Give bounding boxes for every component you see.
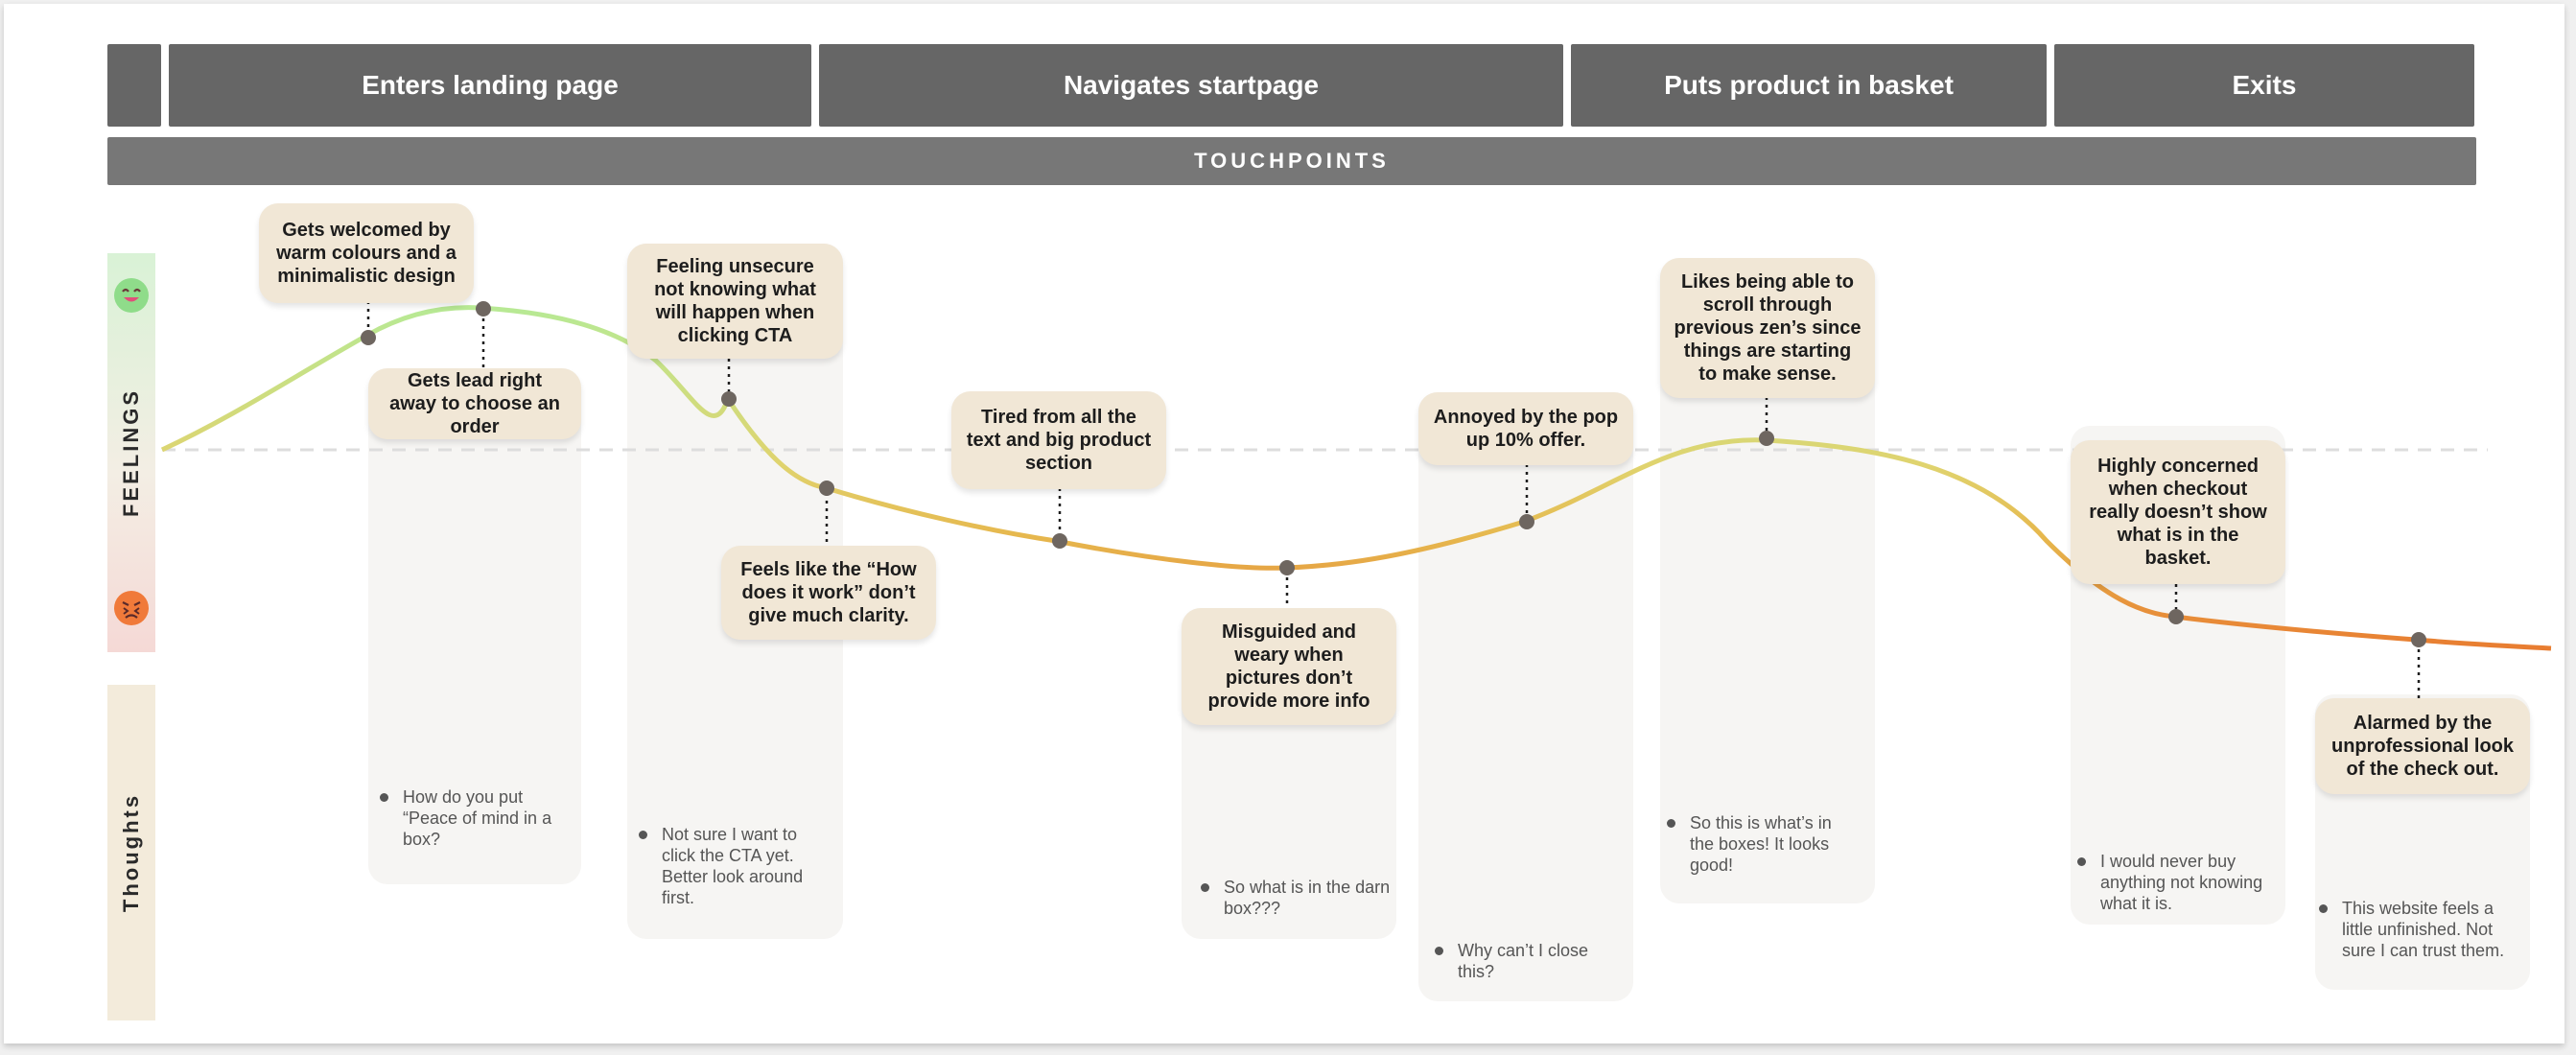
feeling-bubble-1: Gets welcomed by warm colours and a mini… — [259, 203, 474, 303]
emotion-line — [160, 305, 2552, 651]
marker-6 — [1279, 560, 1295, 575]
feeling-bubble-8: Likes being able to scroll through previ… — [1660, 258, 1875, 398]
feeling-bubble-3: Feeling unsecure not knowing what will h… — [627, 244, 843, 359]
feeling-bubble-4: Feels like the “How does it work” don’t … — [721, 546, 936, 640]
feeling-bubble-10: Alarmed by the unprofessional look of th… — [2315, 698, 2530, 794]
feeling-bubble-6: Misguided and weary when pictures don’t … — [1182, 608, 1396, 725]
marker-7 — [1519, 514, 1534, 529]
thought-3: So what is in the darn box??? — [1201, 877, 1393, 919]
feeling-bubble-5: Tired from all the text and big product … — [951, 391, 1166, 489]
angry-face-icon — [114, 591, 149, 625]
marker-4 — [819, 481, 834, 496]
marker-5 — [1052, 533, 1067, 549]
stage-puts-product-in-basket: Puts product in basket — [1571, 44, 2047, 127]
feeling-bubble-9: Highly concerned when checkout really do… — [2071, 440, 2285, 584]
marker-8 — [1759, 431, 1774, 446]
marker-3 — [721, 391, 737, 407]
column-1 — [368, 383, 581, 884]
thoughts-sidebar: Thoughts — [107, 685, 155, 1020]
feeling-bubble-2: Gets lead right away to choose an order — [368, 368, 581, 439]
thought-1: How do you put “Peace of mind in a box? — [380, 786, 572, 850]
stage-navigates-startpage: Navigates startpage — [819, 44, 1563, 127]
stage-enters-landing-page: Enters landing page — [169, 44, 811, 127]
marker-10 — [2411, 632, 2426, 647]
happy-face-icon — [114, 278, 149, 313]
marker-1 — [361, 330, 376, 345]
thought-7: This website feels a little unfinished. … — [2319, 898, 2520, 961]
thought-5: So this is what’s in the boxes! It looks… — [1667, 812, 1859, 876]
feeling-bubble-7: Annoyed by the pop up 10% offer. — [1418, 392, 1633, 465]
journey-board: Enters landing page Navigates startpage … — [4, 4, 2564, 1043]
feelings-sidebar: FEELINGS — [107, 253, 155, 652]
thought-2: Not sure I want to click the CTA yet. Be… — [639, 824, 831, 908]
marker-9 — [2168, 609, 2184, 624]
curve-markers — [361, 301, 2426, 647]
stage-blank — [107, 44, 161, 127]
touchpoints-bar: TOUCHPOINTS — [107, 137, 2476, 185]
marker-2 — [476, 301, 491, 316]
thought-4: Why can’t I close this? — [1435, 940, 1627, 982]
thought-6: I would never buy anything not knowing w… — [2077, 851, 2269, 914]
column-4 — [1418, 392, 1633, 1001]
stage-exits: Exits — [2054, 44, 2474, 127]
